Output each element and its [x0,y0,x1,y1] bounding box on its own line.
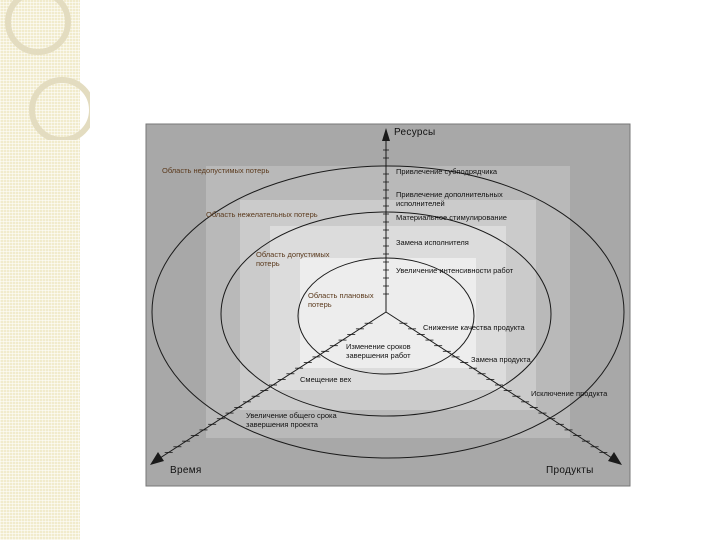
resource-action-label: Привлечение дополнительных исполнителей [396,191,534,208]
axis-label-time: Время [170,465,202,476]
axis-label-products: Продукты [546,465,594,476]
product-action-label: Снижение качества продукта [423,324,525,333]
product-action-label: Замена продукта [471,356,531,365]
zone-label-undesirable: Область нежелательных потерь [206,211,318,220]
resource-action-label: Материальное стимулирование [396,214,507,223]
resource-action-label: Привлечение субподрядчика [396,168,497,177]
product-action-label: Исключение продукта [531,390,607,399]
time-action-label: Изменение сроков завершения работ [346,343,436,360]
resource-action-label: Увеличение интенсивности работ [396,267,513,276]
time-action-label: Смещение вех [300,376,351,385]
zone-label-unacceptable: Область недопустимых потерь [162,167,272,176]
resource-action-label: Замена исполнителя [396,239,469,248]
zone-label-planned: Область плановых потерь [308,292,382,309]
axis-label-resources: Ресурсы [394,127,436,138]
time-action-label: Увеличение общего срока завершения проек… [246,412,364,429]
zone-label-acceptable: Область допустимых потерь [256,251,352,268]
